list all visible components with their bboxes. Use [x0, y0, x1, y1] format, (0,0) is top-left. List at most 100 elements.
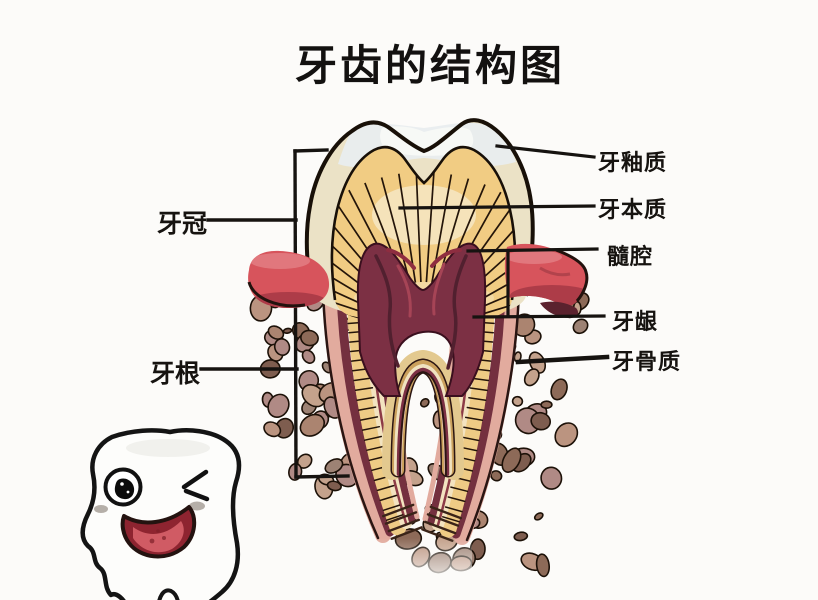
bone-pebble: [530, 411, 552, 431]
dentin-pale-center: [372, 185, 476, 245]
bone-pebble: [282, 327, 293, 334]
dentin-ray: [425, 172, 435, 283]
gum-left-highlight: [250, 253, 310, 269]
diagram-title: 牙齿的结构图: [294, 41, 565, 90]
mascot-shading: [126, 439, 210, 457]
furcation-arches: [382, 349, 464, 480]
label-pulp-cavity: 髓腔: [607, 245, 654, 270]
left-bracket-lines: [199, 148, 350, 479]
dentin-ray: [331, 297, 375, 322]
left-root-dentin: [346, 283, 407, 536]
mascot-blush-right: [189, 501, 205, 511]
gum-left-outline: [247, 281, 306, 308]
mascot-pupil-spark-1: [120, 482, 124, 486]
bone-pebble: [301, 384, 326, 408]
root-dentin-ray: [463, 426, 482, 432]
mascot-tongue-spot-3: [156, 529, 160, 533]
right-root-dentin: [439, 283, 496, 538]
leader-line-dentin: [398, 204, 596, 210]
right-leader-lines: [398, 144, 610, 365]
root-dentin-ray: [464, 416, 484, 422]
pulp-streak-3: [396, 264, 412, 318]
bone-pebble: [523, 368, 540, 387]
root-dentin-ray: [354, 386, 374, 392]
leader-line-gum: [472, 314, 606, 319]
bone-pebble: [540, 466, 563, 490]
mascot-tongue: [133, 521, 184, 553]
bone-pebble: [535, 553, 551, 578]
root-dentin-ray: [382, 504, 401, 512]
root-dentin-ray: [461, 436, 480, 442]
left-root-outline: [321, 286, 380, 540]
left-root-cementum: [322, 280, 391, 543]
crown-outline: [304, 118, 535, 297]
root-dentin-ray: [466, 406, 485, 412]
gum-right-highlight: [506, 250, 562, 264]
bone-pebble: [263, 421, 282, 438]
root-dentin-ray: [379, 494, 398, 502]
root-dentin-ray: [376, 484, 395, 492]
root-dentin-ray: [444, 506, 463, 513]
dentin-ray: [468, 268, 516, 314]
bone-pebble: [324, 458, 344, 474]
root-tip-fade: [352, 538, 472, 588]
leader-line-enamel: [495, 144, 596, 159]
root-dentin-ray: [356, 396, 375, 401]
mascot-tongue-spot-2: [162, 536, 166, 540]
root-dentin-ray: [353, 377, 372, 382]
root-dentin-ray: [450, 486, 469, 493]
root-dentin-ray: [424, 520, 457, 535]
bone-pebble: [511, 395, 524, 407]
label-dentin: 牙本质: [598, 198, 668, 223]
mascot-tongue-spot-1: [149, 538, 155, 544]
root-dentin-ray: [382, 503, 415, 518]
root-dentin-ray: [384, 511, 418, 525]
furcation-band-core: [399, 371, 447, 477]
label-enamel: 牙釉质: [598, 151, 668, 176]
root-dentin-ray: [390, 526, 423, 540]
pulp-texture: [374, 248, 468, 370]
mascot-pupil: [114, 478, 135, 500]
dentin-ray: [380, 177, 411, 284]
pulp-streak-5: [386, 248, 462, 270]
bone-pebble: [550, 378, 568, 401]
bone-pebble: [554, 422, 579, 448]
root-dentin-ray: [442, 516, 460, 523]
bone-pebble: [501, 447, 522, 473]
bone-pebble: [300, 329, 319, 347]
mascot-eye-wink: [181, 469, 210, 502]
furcation-band-maroon: [396, 367, 450, 477]
pulp-streak-2: [446, 254, 468, 370]
label-cementum: 牙骨质: [612, 350, 682, 375]
bone-pebble: [326, 480, 342, 492]
root-dentin-ray: [361, 425, 381, 431]
root-dentin-ray: [358, 406, 377, 411]
root-dentin-ray: [426, 513, 460, 527]
leader-line-crown-top-tick: [293, 148, 329, 153]
gum-right-outline: [555, 248, 589, 302]
label-root: 牙根: [150, 359, 201, 388]
gum-right-fold: [539, 266, 571, 277]
pulp-streak-4: [432, 262, 446, 316]
tooth-crown: [304, 118, 535, 397]
bone-pebble: [540, 400, 553, 410]
root-dentin-ray: [447, 496, 466, 503]
enamel-dentin-junction: [330, 145, 517, 301]
root-dentin-ray: [385, 514, 404, 521]
root-dentin-ray: [429, 505, 462, 520]
root-dentin-ray: [387, 518, 420, 533]
bone-pebble: [301, 349, 316, 364]
mascot-bottom-notch: [157, 588, 180, 600]
root-dentin-ray: [468, 396, 487, 402]
root-dentin-ray: [469, 387, 488, 392]
bone-pebble: [572, 318, 589, 335]
pulp-streak-1: [374, 254, 400, 368]
leader-line-root-bottom-tick: [294, 474, 350, 479]
left-root-wall: [336, 285, 395, 537]
dentin-ray: [470, 284, 516, 319]
bone-pebble: [299, 413, 326, 437]
bone-pebble: [419, 398, 430, 408]
bone-pebble: [273, 337, 291, 357]
